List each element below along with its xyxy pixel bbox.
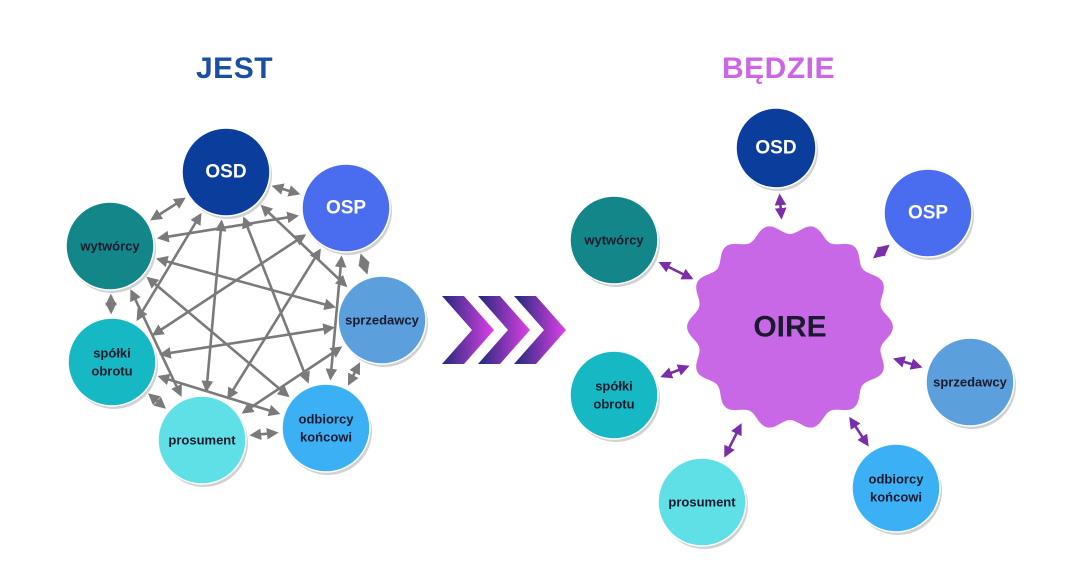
right-arrows-layer [658, 193, 923, 458]
left-node-label: wytwórcy [79, 239, 140, 254]
left-node-label: odbiorcy [299, 412, 355, 427]
right-nodes-layer: OSD OSP wytwórcy sprzedawcy spółki obrotu odbi… [569, 107, 1016, 549]
left-node-circle [65, 201, 155, 291]
left-node-spolki: spółki obrotu [67, 317, 158, 409]
hub-layer: OIRE [687, 226, 893, 428]
right-node-label: spółki [595, 379, 633, 394]
star-arrow-sprzedawcy [892, 356, 923, 370]
right-node-label: OSP [908, 203, 948, 224]
left-arrows-layer [105, 183, 370, 441]
right-node-sprzedawcy: sprzedawcy [925, 337, 1016, 429]
left-node-label: sprzedawcy [345, 313, 419, 328]
mesh-arrow-osd-osp [271, 183, 301, 197]
title-current-state: JEST [196, 52, 274, 85]
right-node-circle [925, 337, 1015, 427]
left-nodes-layer: OSD OSP wytwórcy sprzedawcy spółki obrotu odbi… [65, 127, 428, 487]
right-node-label: OSD [755, 138, 796, 159]
right-node-label: końcowi [870, 490, 922, 505]
hub-shape [687, 226, 893, 428]
chevron-arrow-icon [442, 296, 494, 364]
chevron-arrow-icon [514, 296, 566, 364]
star-arrow-odbiorcy [849, 416, 869, 447]
right-node-circle [851, 443, 941, 533]
right-node-label: obrotu [593, 397, 634, 412]
right-node-osp: OSP [883, 168, 974, 260]
transition-chevrons [442, 296, 566, 364]
star-arrow-osd [774, 193, 787, 220]
mesh-arrow-spolki-prosument [148, 393, 166, 409]
left-node-label: OSP [326, 198, 366, 219]
right-node-circle [883, 168, 973, 258]
left-node-osd: OSD [181, 127, 272, 219]
left-node-label: spółki [93, 346, 131, 361]
left-node-circle [67, 317, 157, 407]
star-arrow-prosument [724, 423, 742, 458]
left-node-wytworcy: wytwórcy [65, 201, 156, 293]
mesh-arrow-spolki-odbiorcy [157, 373, 281, 417]
right-node-label: prosument [668, 495, 736, 510]
chevron-arrow-icon [478, 296, 530, 364]
mesh-arrow-wytworcy-sprzedawcy [155, 255, 337, 311]
star-arrow-wytworcy [658, 261, 694, 280]
left-node-osp: OSP [301, 163, 392, 255]
right-node-circle [569, 350, 659, 440]
star-arrow-osp [873, 244, 890, 259]
right-node-circle [569, 195, 659, 285]
right-node-label: odbiorcy [869, 472, 925, 487]
left-node-label: OSD [205, 162, 246, 183]
right-node-circle [657, 457, 747, 547]
mesh-arrow-osp-spolki [151, 234, 307, 336]
left-node-label: prosument [168, 433, 236, 448]
mesh-arrow-osp-sprzedawcy [358, 253, 370, 275]
right-node-label: sprzedawcy [933, 375, 1007, 390]
right-node-odbiorcy: odbiorcy końcowi [851, 443, 942, 535]
mesh-arrow-osd-wytworcy [150, 197, 186, 221]
left-node-label: obrotu [91, 364, 132, 379]
mesh-arrow-sprzedawcy-odbiorcy [347, 362, 361, 386]
mesh-arrow-osp-wytworcy [157, 211, 299, 243]
right-node-osd: OSD [735, 107, 818, 191]
left-node-sprzedawcy: sprzedawcy [337, 275, 428, 367]
left-node-circle [337, 275, 427, 365]
right-node-wytworcy: wytwórcy [569, 195, 660, 287]
hub-label: OIRE [753, 311, 826, 344]
right-node-prosument: prosument [657, 457, 748, 549]
left-node-circle [157, 395, 247, 485]
mesh-arrow-osd-prosument [201, 219, 227, 393]
left-node-circle [301, 163, 391, 253]
title-future-state: BĘDZIE [722, 52, 836, 85]
left-node-circle [181, 127, 271, 217]
mesh-arrow-odbiorcy-prosument [249, 427, 279, 441]
left-node-odbiorcy: odbiorcy końcowi [281, 383, 372, 475]
star-arrow-spolki [660, 364, 690, 379]
left-node-circle [281, 383, 371, 473]
right-node-label: wytwórcy [583, 233, 644, 248]
right-node-circle [735, 107, 817, 189]
left-node-prosument: prosument [157, 395, 248, 487]
left-node-label: końcowi [300, 430, 352, 445]
mesh-arrow-sprzedawcy-spolki [159, 323, 335, 359]
right-node-spolki: spółki obrotu [569, 350, 660, 442]
